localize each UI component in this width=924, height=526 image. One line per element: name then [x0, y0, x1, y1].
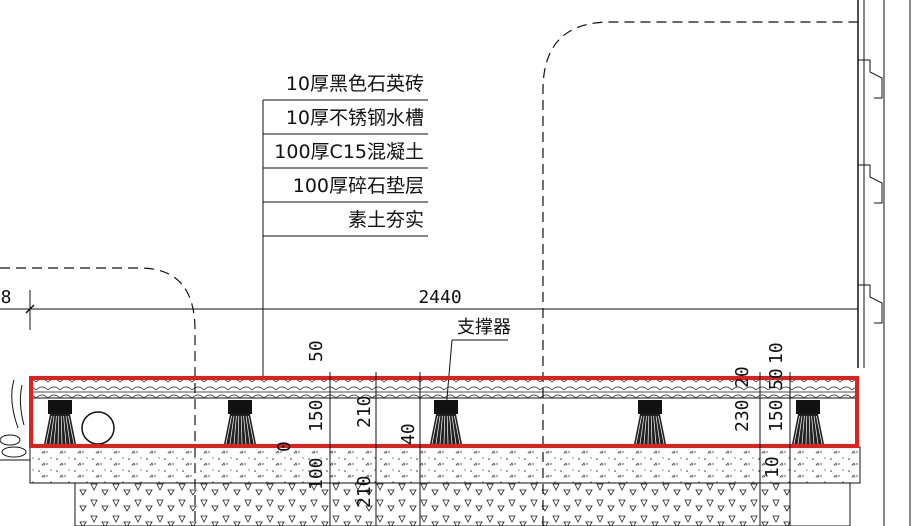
pedestal-support [44, 400, 76, 445]
drain-pipe [81, 411, 115, 445]
dim-text: 210 [354, 475, 375, 508]
dimension-texts: 50 150 210 100 210 40 0 230 20 10 150 50… [274, 340, 787, 508]
left-fixture [0, 379, 27, 458]
dim-text: 10 [766, 342, 787, 364]
support-callout-label: 支撑器 [457, 317, 511, 338]
dim-text: 100 [306, 457, 327, 490]
pedestal-group [44, 400, 824, 445]
right-wall [857, 0, 911, 526]
layer-label: 素土夯实 [348, 209, 424, 231]
concrete-layer [29, 446, 861, 484]
dim-text: 230 [732, 399, 753, 432]
pedestal-support [430, 400, 462, 445]
pedestal-support [634, 400, 666, 445]
vertical-dimensions [329, 372, 791, 526]
dim-text: 50 [306, 340, 327, 362]
dim-text: 150 [766, 399, 787, 432]
gravel-layer [74, 482, 791, 526]
dim-text: 210 [354, 395, 375, 428]
dim-text: 50 [766, 368, 787, 390]
left-dimension-text: 8 [1, 287, 12, 308]
pedestal-support [224, 400, 256, 445]
dim-text: 150 [306, 399, 327, 432]
layer-label: 100厚C15混凝土 [274, 141, 424, 163]
trough-highlight [29, 376, 859, 448]
pedestal-support [792, 400, 824, 445]
layer-legend: 10厚黑色石英砖 10厚不锈钢水槽 100厚C15混凝土 100厚碎石垫层 素土… [262, 73, 428, 380]
dim-text: 40 [398, 423, 419, 445]
span-dimension: 2440 8 [0, 287, 858, 330]
layer-label: 100厚碎石垫层 [293, 175, 424, 197]
layer-label: 10厚黑色石英砖 [286, 73, 424, 95]
layer-label: 10厚不锈钢水槽 [286, 107, 424, 129]
gravel-edge [789, 482, 851, 526]
span-dimension-text: 2440 [418, 287, 461, 308]
dim-text: 10 [762, 456, 783, 478]
dashed-boundary-left [0, 267, 196, 526]
dim-text: 0 [274, 441, 295, 452]
dim-text: 20 [732, 366, 753, 388]
